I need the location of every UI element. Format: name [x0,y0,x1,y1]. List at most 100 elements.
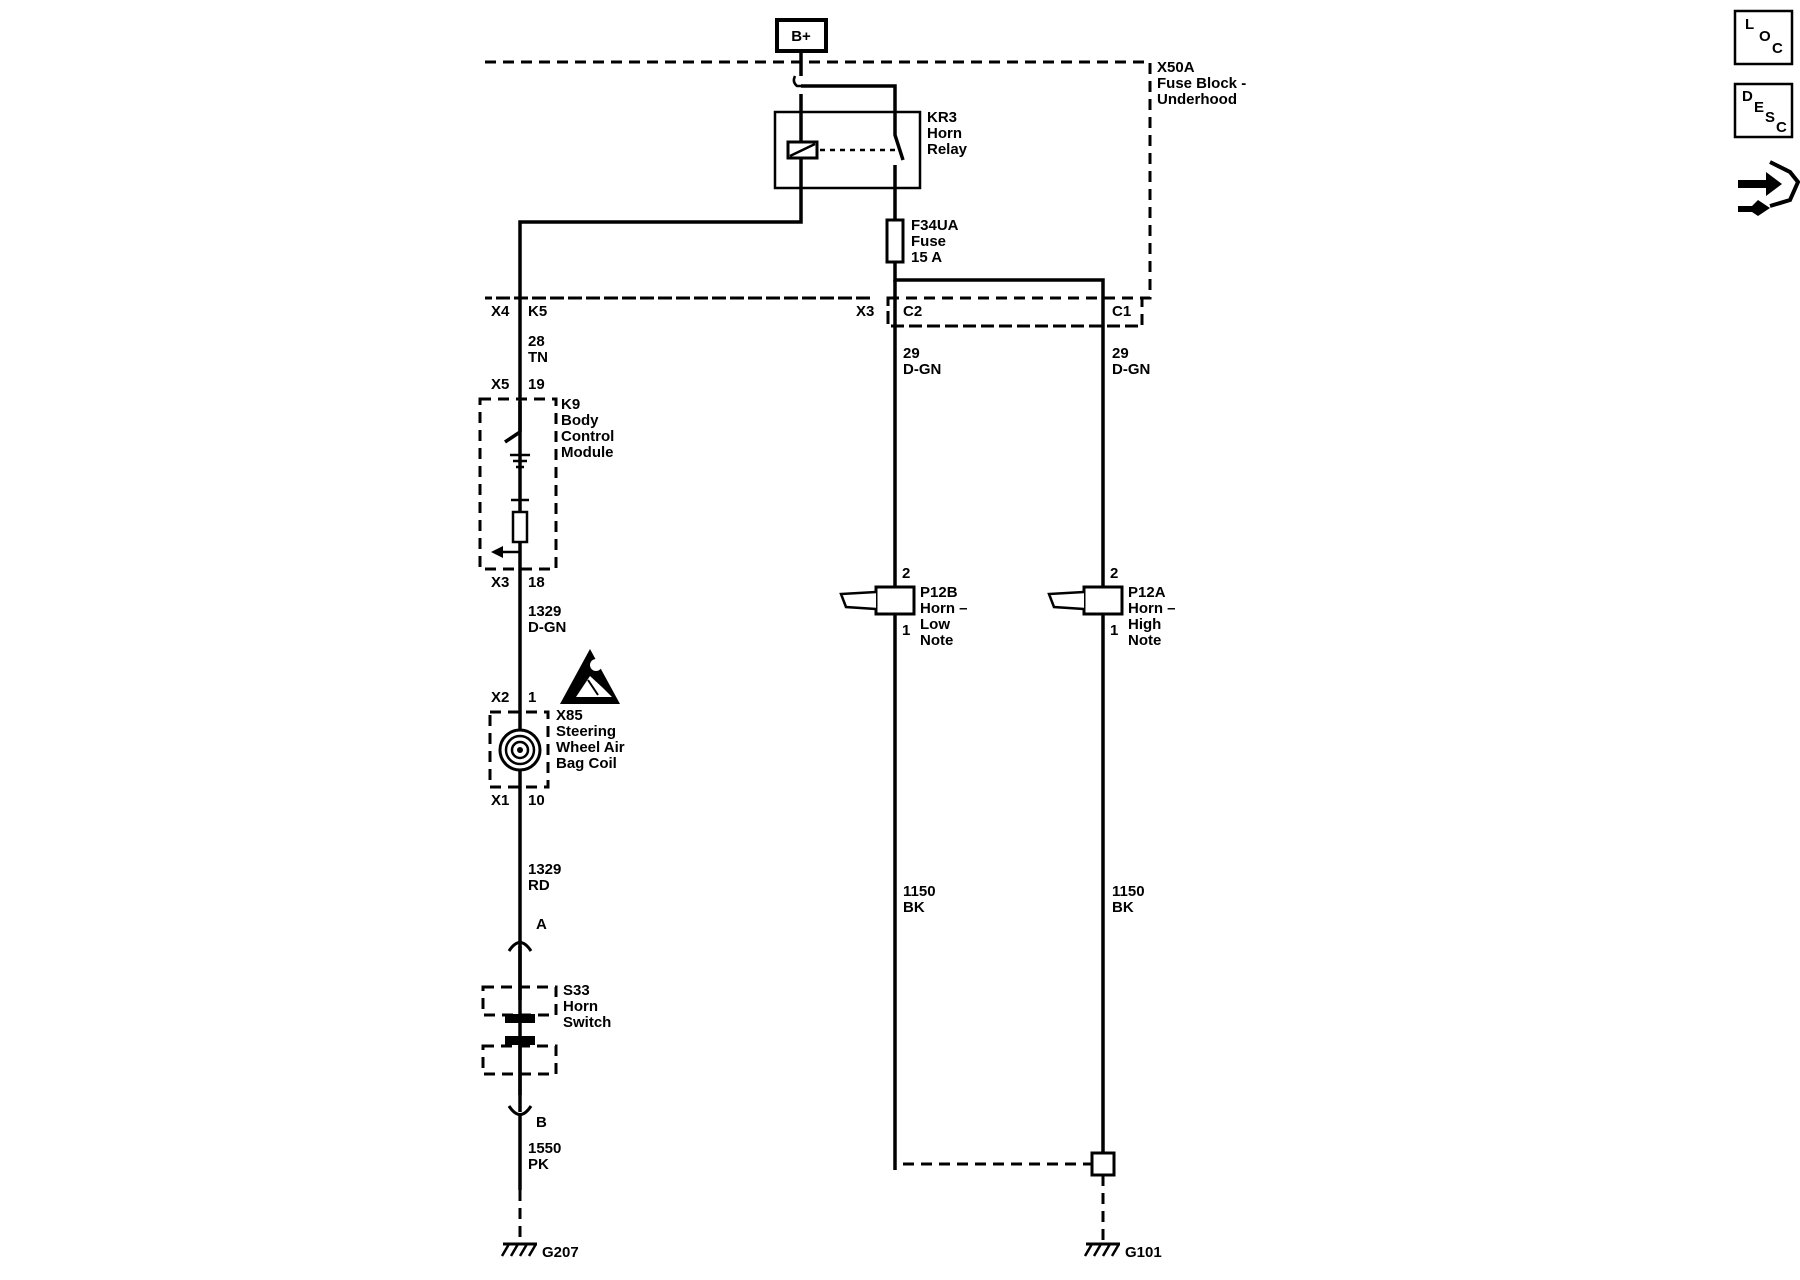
horn-relay-label: KR3 Horn Relay [927,109,968,158]
svg-text:High: High [1128,616,1161,633]
svg-text:Note: Note [1128,632,1161,649]
horn-low-label: P12B Horn – Low Note [920,584,968,649]
svg-text:P12B: P12B [920,584,958,601]
svg-text:TN: TN [528,349,548,366]
svg-text:X1: X1 [491,792,509,809]
fuse-label: F34UA Fuse 15 A [911,217,959,266]
wire-relay-switch-feed [801,84,1105,1170]
svg-text:2: 2 [1110,565,1118,582]
description-button[interactable]: D E S C [1733,82,1794,139]
svg-text:O: O [1759,28,1771,45]
svg-text:29: 29 [1112,345,1129,362]
svg-text:F34UA: F34UA [911,217,959,234]
fuse-block-outline [485,60,1152,328]
svg-text:29: 29 [903,345,920,362]
fuse-15a [885,218,905,264]
horn-switch-label: S33 Horn Switch [563,982,611,1031]
svg-text:28: 28 [528,333,545,350]
svg-text:BK: BK [1112,899,1134,916]
svg-text:C: C [1776,119,1787,136]
svg-text:D-GN: D-GN [528,619,566,636]
wire-label-28-tn: 28 TN [528,333,548,366]
horn-high-note: 2 1 [1047,565,1124,639]
svg-text:Steering: Steering [556,723,616,740]
body-control-module [478,397,558,571]
svg-text:Fuse Block -: Fuse Block - [1157,75,1246,92]
svg-text:B+: B+ [791,28,811,45]
svg-text:Switch: Switch [563,1014,611,1031]
svg-text:X3: X3 [491,574,509,591]
wire-label-1550-pk: 1550 PK [528,1140,561,1173]
svg-text:RD: RD [528,877,550,894]
svg-text:Horn –: Horn – [920,600,968,617]
horn-low-note: 2 1 [839,565,916,639]
svg-text:Body: Body [561,412,599,429]
svg-text:KR3: KR3 [927,109,957,126]
svg-text:X2: X2 [491,689,509,706]
svg-text:Control: Control [561,428,614,445]
wire-low-to-splice [893,1100,1092,1166]
svg-text:2: 2 [902,565,910,582]
svg-text:15 A: 15 A [911,249,942,266]
connector-a: A [507,916,547,952]
airbag-warning-icon [560,649,620,704]
svg-text:1150: 1150 [1112,883,1145,900]
svg-text:C: C [1772,40,1783,57]
svg-text:X5: X5 [491,376,509,393]
connector-labels-bcm: X5 19 X3 18 [491,376,545,591]
connector-repair-icon[interactable] [1738,160,1800,216]
svg-text:X50A: X50A [1157,59,1195,76]
svg-text:PK: PK [528,1156,549,1173]
svg-text:G101: G101 [1125,1244,1162,1261]
svg-text:Horn –: Horn – [1128,600,1176,617]
wire-label-1150-bk-low: 1150 BK [903,883,936,916]
connector-b: B [507,1105,547,1131]
svg-text:X85: X85 [556,707,583,724]
svg-text:BK: BK [903,899,925,916]
wire-label-1329-dgn: 1329 D-GN [528,603,566,636]
connector-labels-coil: X2 1 X1 10 [491,689,545,809]
battery-positive-terminal: B+ [775,18,828,53]
svg-text:18: 18 [528,574,545,591]
horn-high-label: P12A Horn – High Note [1128,584,1176,649]
svg-text:K9: K9 [561,396,580,413]
svg-text:1: 1 [1110,622,1118,639]
svg-text:1329: 1329 [528,861,561,878]
svg-text:D-GN: D-GN [1112,361,1150,378]
bcm-label: K9 Body Control Module [561,396,614,461]
svg-text:G207: G207 [542,1244,579,1261]
svg-text:Module: Module [561,444,614,461]
air-bag-coil-label: X85 Steering Wheel Air Bag Coil [556,707,625,772]
svg-text:E: E [1754,99,1764,116]
wire-label-29-dgn-low: 29 D-GN [903,345,941,378]
svg-text:Underhood: Underhood [1157,91,1237,108]
svg-text:X4: X4 [491,303,510,320]
svg-text:B: B [536,1114,547,1131]
location-button[interactable]: L O C [1733,9,1794,66]
svg-text:D-GN: D-GN [903,361,941,378]
wire-label-1329-rd: 1329 RD [528,861,561,894]
svg-text:Fuse: Fuse [911,233,946,250]
svg-text:1329: 1329 [528,603,561,620]
svg-text:Horn: Horn [563,998,598,1015]
svg-text:D: D [1742,88,1753,105]
svg-text:Note: Note [920,632,953,649]
svg-text:C2: C2 [903,303,922,320]
svg-text:Bag Coil: Bag Coil [556,755,617,772]
svg-text:Wheel Air: Wheel Air [556,739,625,756]
horn-relay [773,110,922,190]
connector-x3-outline [886,296,1144,328]
svg-text:S33: S33 [563,982,590,999]
svg-text:K5: K5 [528,303,547,320]
fuse-block-label: X50A Fuse Block - Underhood [1157,59,1246,108]
wire-label-1150-bk-high: 1150 BK [1112,883,1145,916]
wire-label-29-dgn-high: 29 D-GN [1112,345,1150,378]
svg-text:S: S [1765,109,1775,126]
svg-text:L: L [1745,16,1754,33]
ground-g207-icon: G207 [500,1242,579,1261]
connector-labels-fuse-block: X4 K5 X3 C2 C1 [491,303,1131,320]
svg-text:C1: C1 [1112,303,1131,320]
svg-text:Relay: Relay [927,141,968,158]
svg-text:19: 19 [528,376,545,393]
